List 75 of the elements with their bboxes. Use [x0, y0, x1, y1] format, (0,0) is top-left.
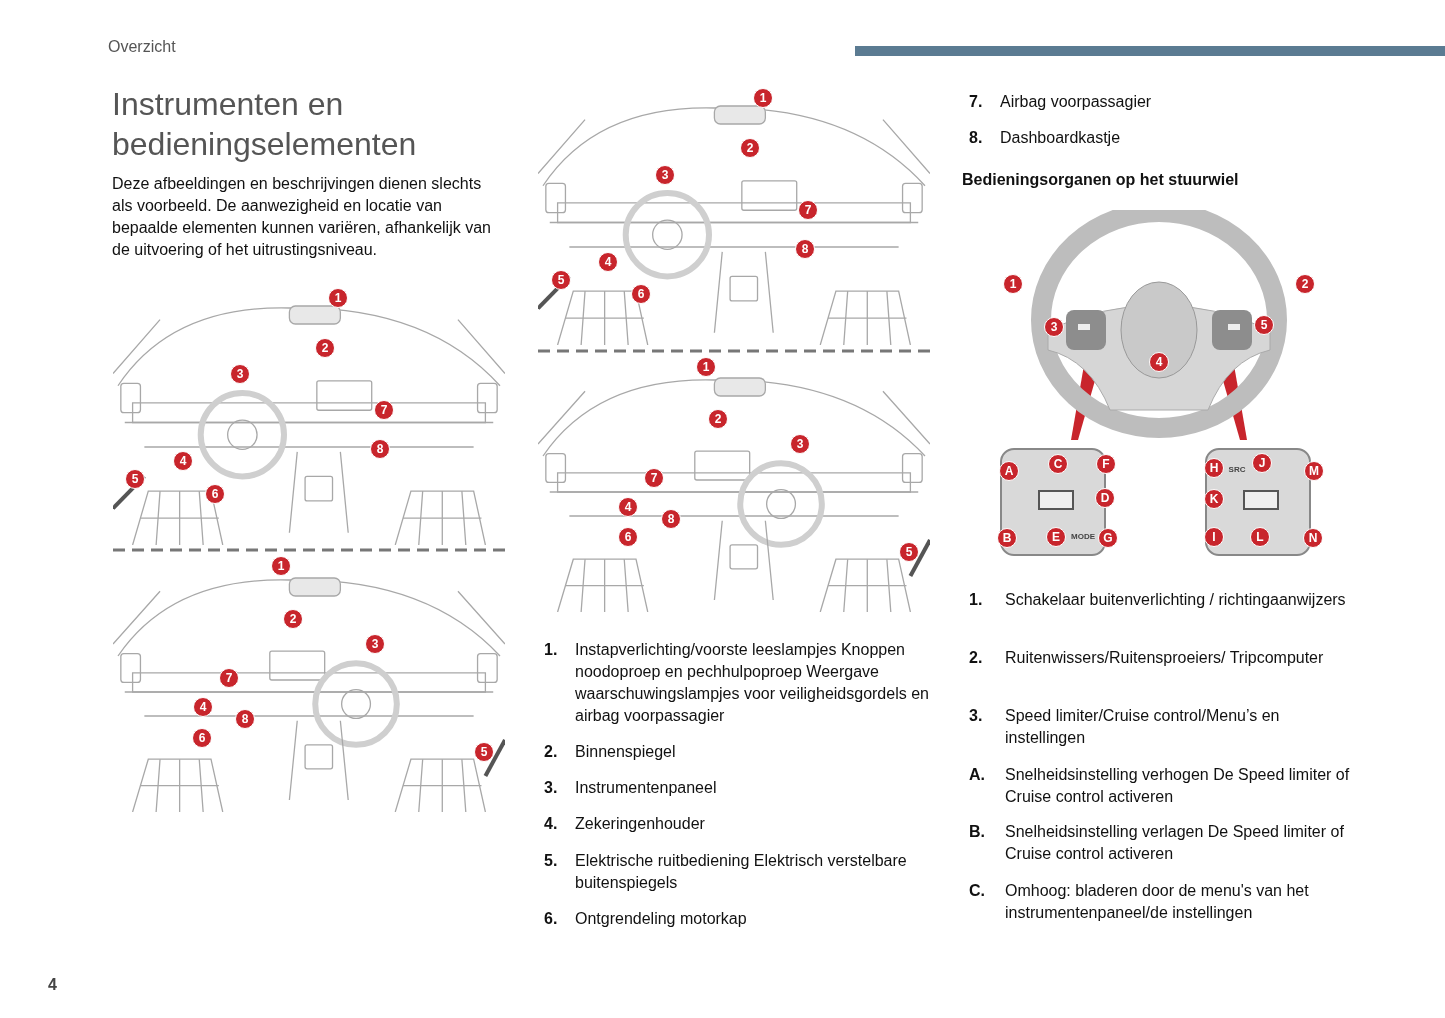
callout-number: 2: [315, 338, 335, 358]
callout-number: 8: [370, 439, 390, 459]
callout-number: 3: [790, 434, 810, 454]
callout-number: 3: [365, 634, 385, 654]
list-text: Schakelaar buitenverlichting / richtingaanwijzers: [1005, 590, 1347, 610]
intro-paragraph: Deze afbeeldingen en beschrijvingen dienen slechts als voorbeeld. De aanwezigheid en locatie van bepaalde elementen kunnen variëren, afhankelijk van de uitvoering of het uitrustingsniveau.: [112, 174, 492, 260]
callout-number: 2: [708, 409, 728, 429]
list-text: Ontgrendeling motorkap: [575, 909, 748, 929]
list-text: Airbag voorpassagier: [1000, 92, 1153, 112]
list-text: Binnenspiegel: [575, 742, 677, 762]
callout-number: D: [1095, 488, 1115, 508]
list-number: C.: [969, 881, 986, 901]
callout-number: 3: [655, 165, 675, 185]
list-number: 2.: [544, 742, 559, 762]
callout-number: 2: [740, 138, 760, 158]
callout-number: 1: [696, 357, 716, 377]
callout-number: B: [997, 528, 1017, 548]
callout-number: 7: [798, 200, 818, 220]
button-symbol-text: MODE: [1071, 533, 1095, 541]
callout-number: 8: [235, 709, 255, 729]
callout-number: 5: [125, 469, 145, 489]
callout-number: 3: [230, 364, 250, 384]
callout-number: 4: [618, 497, 638, 517]
list-text: Instapverlichting/voorste leeslampjes Knoppen noodoproep en pechhulpoproep Weergave waarschuwingslampjes voor veiligheidsgordels en airbag voorpassagier: [575, 640, 930, 726]
list-text: Zekeringenhouder: [575, 814, 706, 834]
list-number: 7.: [969, 92, 984, 112]
callout-number: 4: [193, 697, 213, 717]
callout-number: 7: [374, 400, 394, 420]
callout-number: 1: [328, 288, 348, 308]
callout-number: 8: [661, 509, 681, 529]
list-text: Snelheidsinstelling verhogen De Speed limiter of Cruise control activeren: [1005, 765, 1350, 807]
page-number: 4: [48, 975, 58, 995]
list-number: 6.: [544, 909, 559, 929]
list-number: 4.: [544, 814, 559, 834]
callout-number: 7: [644, 468, 664, 488]
list-text: Ruitenwissers/Ruitensproeiers/ Tripcomputer: [1005, 648, 1325, 668]
callout-number: 2: [1295, 274, 1315, 294]
list-text: Speed limiter/Cruise control/Menu’s en instellingen: [1005, 706, 1281, 748]
list-number: 1.: [544, 640, 559, 660]
button-symbol-text: SRC: [1228, 466, 1246, 474]
list-number: 8.: [969, 128, 984, 148]
list-number: B.: [969, 822, 986, 842]
list-number: 2.: [969, 648, 984, 668]
callout-number: 2: [283, 609, 303, 629]
callout-number: M: [1304, 461, 1324, 481]
list-number: 1.: [969, 590, 984, 610]
page-title: Instrumenten en bedieningselementen: [112, 85, 418, 164]
callout-number: 6: [631, 284, 651, 304]
callout-number: F: [1096, 454, 1116, 474]
callout-number: 4: [173, 451, 193, 471]
callout-number: 7: [219, 668, 239, 688]
callout-number: N: [1303, 528, 1323, 548]
list-text: Elektrische ruitbediening Elektrisch verstelbare buitenspiegels: [575, 851, 908, 893]
callout-number: 8: [795, 239, 815, 259]
list-number: A.: [969, 765, 986, 785]
list-text: Dashboardkastje: [1000, 128, 1122, 148]
callout-number: G: [1098, 528, 1118, 548]
list-number: 3.: [544, 778, 559, 798]
list-text: Snelheidsinstelling verlagen De Speed limiter of Cruise control activeren: [1005, 822, 1345, 864]
section-name: Overzicht: [108, 37, 177, 57]
callout-number: 6: [618, 527, 638, 547]
callout-number: 4: [598, 252, 618, 272]
list-number: 5.: [544, 851, 559, 871]
list-text: Omhoog: bladeren door de menu's van het instrumentenpaneel/de instellingen: [1005, 881, 1310, 923]
callout-number: 5: [474, 742, 494, 762]
subheading: Bedieningsorganen op het stuurwiel: [962, 170, 1240, 190]
callout-number: 1: [753, 88, 773, 108]
callout-number: 6: [205, 484, 225, 504]
callout-number: 1: [271, 556, 291, 576]
callout-number: 1: [1003, 274, 1023, 294]
list-text: Instrumentenpaneel: [575, 778, 718, 798]
callout-number: 6: [192, 728, 212, 748]
list-number: 3.: [969, 706, 984, 726]
callout-number: 5: [551, 270, 571, 290]
callout-number: 5: [899, 542, 919, 562]
